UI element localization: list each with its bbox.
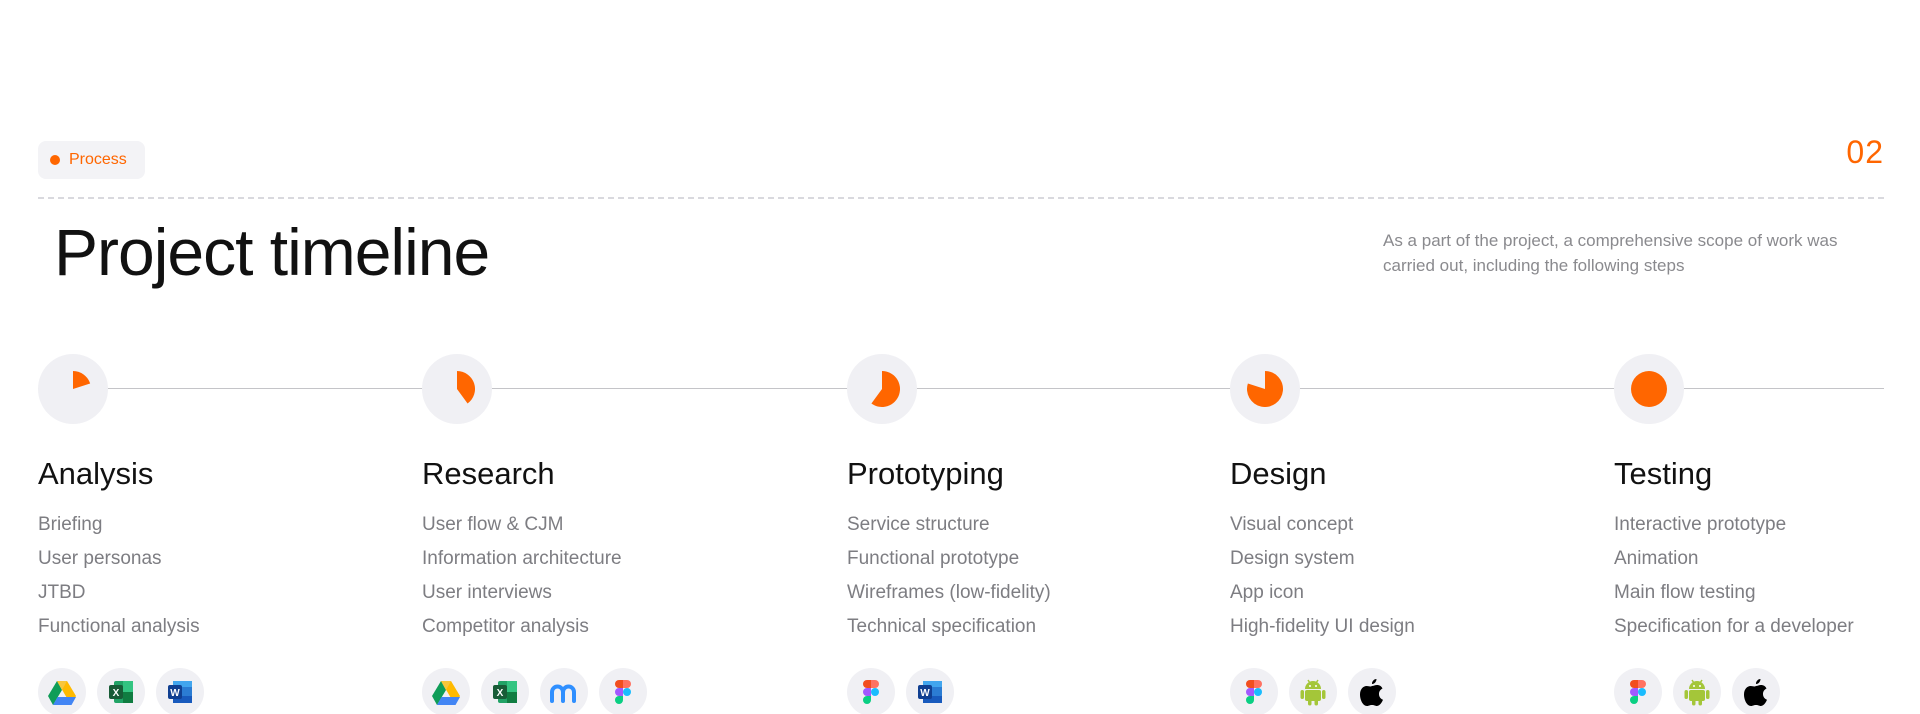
stage-step: Technical specification xyxy=(847,616,1037,637)
stage-step: Design system xyxy=(1230,548,1355,569)
stage-step: Functional analysis xyxy=(38,616,200,637)
timeline-line xyxy=(38,388,1884,389)
progress-pie-icon xyxy=(457,371,475,404)
stage-step: Functional prototype xyxy=(847,548,1020,569)
figma-icon xyxy=(1230,668,1278,714)
progress-pie-icon xyxy=(871,371,900,407)
badge-dot xyxy=(50,155,60,165)
stage-step: Wireframes (low-fidelity) xyxy=(847,582,1051,603)
stage-step: User flow & CJM xyxy=(422,514,564,535)
stage-step: Service structure xyxy=(847,514,990,535)
apple-icon xyxy=(1348,668,1396,714)
stage-step: User interviews xyxy=(422,582,552,603)
stage-analysis: Analysis Briefing User personas JTBD Fun… xyxy=(38,354,418,714)
stage-tools: W xyxy=(847,668,954,714)
stage-step: User personas xyxy=(38,548,162,569)
stage-step: Competitor analysis xyxy=(422,616,589,637)
stage-title: Design xyxy=(1230,456,1327,491)
stage-steps: User flow & CJM Information architecture… xyxy=(422,508,802,644)
stage-title: Testing xyxy=(1614,456,1713,491)
progress-marker xyxy=(1230,354,1300,424)
word-icon: W xyxy=(906,668,954,714)
apple-icon xyxy=(1732,668,1780,714)
android-icon xyxy=(1289,668,1337,714)
stage-step: Information architecture xyxy=(422,548,622,569)
progress-pie-icon xyxy=(73,371,91,389)
section-badge: Process xyxy=(38,141,145,179)
progress-marker xyxy=(38,354,108,424)
progress-marker xyxy=(422,354,492,424)
stage-title: Research xyxy=(422,456,555,491)
stage-step: Briefing xyxy=(38,514,103,535)
page-title: Project timeline xyxy=(54,215,490,289)
svg-text:X: X xyxy=(497,688,504,699)
progress-pie-icon xyxy=(1247,371,1283,407)
stage-step: Animation xyxy=(1614,548,1699,569)
google-drive-icon xyxy=(422,668,470,714)
stage-title: Prototyping xyxy=(847,456,1004,491)
stage-steps: Visual concept Design system App icon Hi… xyxy=(1230,508,1610,644)
figma-icon xyxy=(847,668,895,714)
stage-prototyping: Prototyping Service structure Functional… xyxy=(847,354,1227,714)
svg-text:W: W xyxy=(170,688,180,699)
badge-label: Process xyxy=(69,151,127,168)
svg-text:X: X xyxy=(113,688,120,699)
stage-testing: Testing Interactive prototype Animation … xyxy=(1614,354,1920,714)
progress-marker xyxy=(847,354,917,424)
page-description: As a part of the project, a comprehensiv… xyxy=(1383,231,1838,275)
stage-step: Main flow testing xyxy=(1614,582,1756,603)
figma-icon xyxy=(1614,668,1662,714)
page-number: 02 xyxy=(1846,134,1884,170)
stage-research: Research User flow & CJM Information arc… xyxy=(422,354,802,714)
stage-tools xyxy=(1614,668,1780,714)
excel-icon: X xyxy=(481,668,529,714)
stage-title: Analysis xyxy=(38,456,154,491)
stage-step: Specification for a developer xyxy=(1614,616,1854,637)
stage-step: App icon xyxy=(1230,582,1304,603)
stage-tools: X xyxy=(422,668,647,714)
stage-design: Design Visual concept Design system App … xyxy=(1230,354,1610,714)
stage-step: Interactive prototype xyxy=(1614,514,1787,535)
android-icon xyxy=(1673,668,1721,714)
stage-step: JTBD xyxy=(38,582,86,603)
stage-step: High-fidelity UI design xyxy=(1230,616,1415,637)
stage-steps: Service structure Functional prototype W… xyxy=(847,508,1227,644)
svg-text:W: W xyxy=(920,688,930,699)
progress-marker xyxy=(1614,354,1684,424)
word-icon: W xyxy=(156,668,204,714)
dashed-divider xyxy=(38,197,1884,199)
stage-steps: Briefing User personas JTBD Functional a… xyxy=(38,508,418,644)
google-drive-icon xyxy=(38,668,86,714)
figma-icon xyxy=(599,668,647,714)
miro-icon xyxy=(540,668,588,714)
stage-step: Visual concept xyxy=(1230,514,1354,535)
excel-icon: X xyxy=(97,668,145,714)
stage-steps: Interactive prototype Animation Main flo… xyxy=(1614,508,1920,644)
progress-pie-icon xyxy=(1631,371,1667,407)
stage-tools xyxy=(1230,668,1396,714)
